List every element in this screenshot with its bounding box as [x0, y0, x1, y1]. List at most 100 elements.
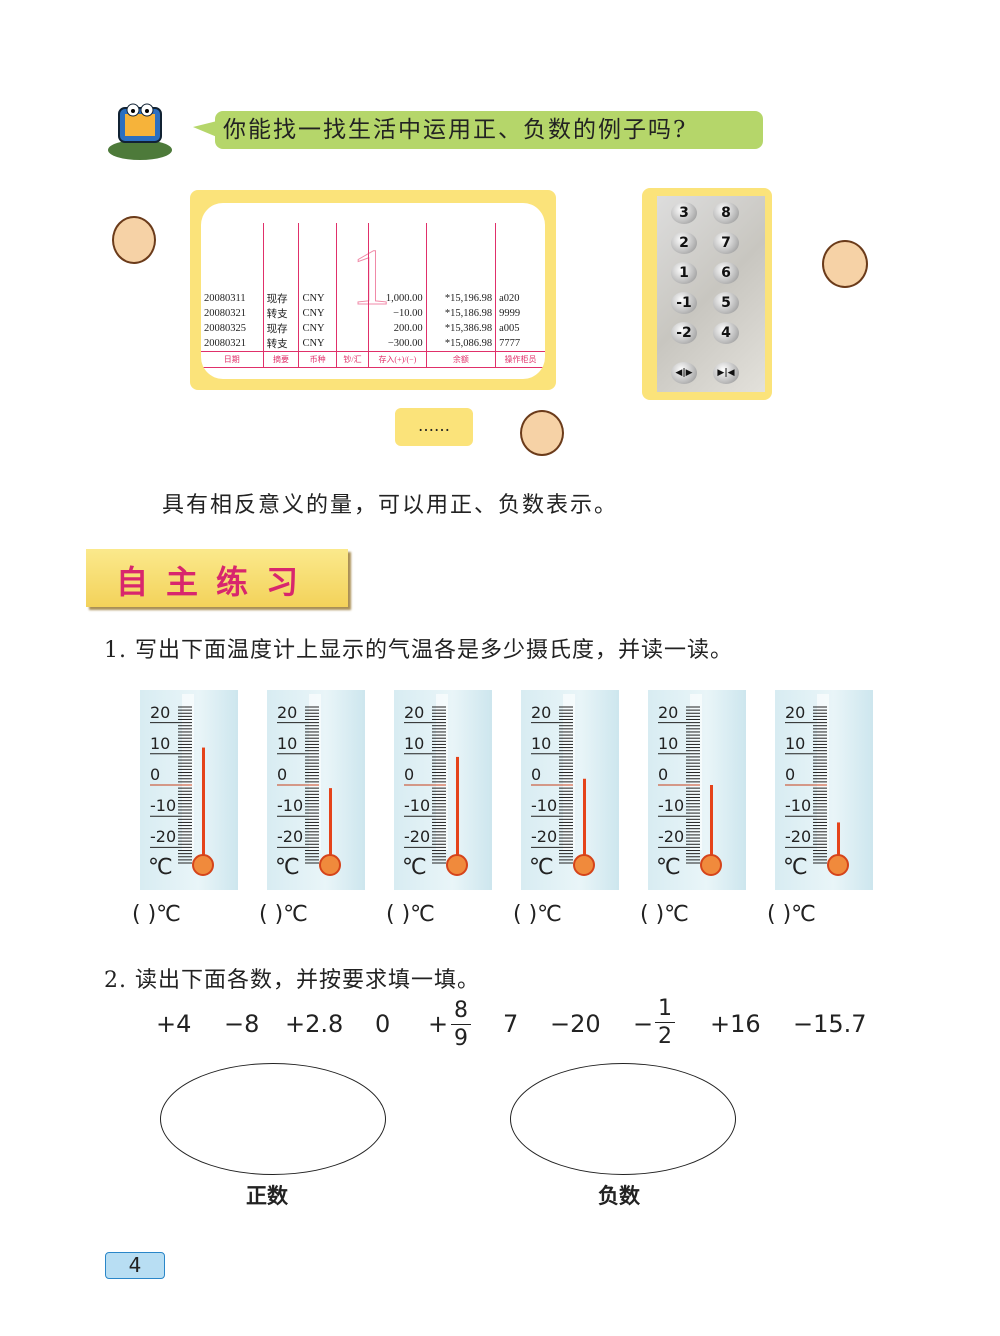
number-item: 7	[503, 1010, 519, 1038]
elevator-button[interactable]: 6	[713, 262, 739, 284]
positive-numbers-oval[interactable]	[160, 1063, 386, 1175]
number-item: +	[428, 1010, 449, 1038]
table-cell	[335, 321, 369, 336]
scale-label: 20	[404, 702, 425, 722]
table-cell: 转支	[262, 306, 299, 321]
column-header: 摘要	[262, 351, 299, 368]
negative-numbers-oval[interactable]	[510, 1063, 736, 1175]
ellipsis-bubble: ……	[395, 408, 473, 446]
elevator-button[interactable]: ◀|▶	[671, 362, 697, 384]
celsius-unit: ℃	[402, 855, 427, 880]
column-header: 日期	[201, 351, 264, 368]
scale-label: -20	[531, 827, 558, 847]
elevator-button[interactable]: 8	[713, 202, 739, 224]
scale-label: -20	[658, 827, 685, 847]
elevator-button[interactable]: ▶|◀	[713, 362, 739, 384]
positive-label: 正数	[246, 1183, 288, 1208]
number-item: +2.8	[285, 1010, 344, 1038]
table-cell: CNY	[298, 336, 337, 352]
boy-avatar-icon	[112, 216, 156, 264]
number-item: +16	[710, 1010, 761, 1038]
table-cell: a020	[495, 291, 545, 306]
table-cell: *15,386.98	[425, 321, 496, 336]
scale-label: -10	[404, 796, 431, 816]
elevator-button[interactable]: 1	[671, 262, 697, 284]
summary-text: 具有相反意义的量，可以用正、负数表示。	[162, 493, 619, 518]
scale-label: 20	[150, 702, 171, 722]
elevator-button[interactable]: -1	[671, 292, 697, 314]
fraction-numerator: 8	[454, 998, 468, 1023]
scale-label: 10	[658, 733, 679, 753]
elevator-button[interactable]: 5	[713, 292, 739, 314]
elevator-button[interactable]: 4	[713, 322, 739, 344]
fraction-denominator: 9	[454, 1026, 468, 1051]
boy-avatar-icon	[520, 410, 564, 456]
table-cell: 20080311	[204, 293, 246, 304]
elevator-button[interactable]: 7	[713, 232, 739, 254]
scale-label: -20	[277, 827, 304, 847]
question-2: 2. 读出下面各数，并按要求填一填。	[104, 968, 480, 993]
question-bubble: 你能找一找生活中运用正、负数的例子吗?	[193, 111, 763, 149]
scale-label: -10	[150, 796, 177, 816]
table-cell: 20080321	[204, 308, 246, 319]
scale-label: -20	[150, 827, 177, 847]
scale-label: -10	[531, 796, 558, 816]
table-cell: 20080321	[204, 338, 246, 349]
number-item: +4	[156, 1010, 192, 1038]
negative-label: 负数	[598, 1183, 640, 1208]
table-cell	[335, 306, 369, 321]
section-header: 自主练习	[86, 549, 348, 607]
scale-label: 10	[404, 733, 425, 753]
robot-mascot-icon	[108, 103, 172, 160]
table-cell: 9999	[495, 306, 545, 321]
answer-blank[interactable]: ( )℃	[132, 902, 181, 927]
girl-avatar-icon	[822, 240, 868, 288]
elevator-button[interactable]: 3	[671, 202, 697, 224]
elevator-button[interactable]: -2	[671, 322, 697, 344]
elevator-button[interactable]: 2	[671, 232, 697, 254]
answer-blank[interactable]: ( )℃	[513, 902, 562, 927]
answer-blank[interactable]: ( )℃	[767, 902, 816, 927]
scale-label: 10	[785, 733, 806, 753]
number-item: −8	[224, 1010, 260, 1038]
answer-blank[interactable]: ( )℃	[386, 902, 435, 927]
table-cell: 现存	[262, 291, 299, 306]
column-header: 币种	[298, 351, 337, 368]
scale-label: 10	[531, 733, 552, 753]
celsius-unit: ℃	[275, 855, 300, 880]
table-cell: 1,000.00	[368, 291, 427, 306]
table-cell: CNY	[298, 321, 337, 336]
scale-label: 0	[531, 765, 542, 784]
page-number: 4	[105, 1252, 165, 1279]
answer-blank[interactable]: ( )℃	[259, 902, 308, 927]
answer-blank[interactable]: ( )℃	[640, 902, 689, 927]
celsius-unit: ℃	[529, 855, 554, 880]
section-title: 自主练习	[116, 563, 317, 601]
scale-label: 10	[150, 733, 171, 753]
column-header: 余额	[425, 351, 496, 368]
celsius-unit: ℃	[148, 855, 173, 880]
scale-label: -20	[404, 827, 431, 847]
column-header: 钞/汇	[335, 351, 369, 368]
number-item: −15.7	[793, 1010, 867, 1038]
fraction-numerator: 1	[658, 996, 672, 1021]
scale-label: 0	[785, 765, 796, 784]
table-cell: *15,186.98	[425, 306, 496, 321]
scale-label: 0	[658, 765, 669, 784]
table-cell: 200.00	[368, 321, 427, 336]
celsius-unit: ℃	[656, 855, 681, 880]
number-item: −20	[550, 1010, 601, 1038]
scale-label: -10	[658, 796, 685, 816]
table-cell: 现存	[262, 321, 299, 336]
number-item: 0	[375, 1010, 391, 1038]
